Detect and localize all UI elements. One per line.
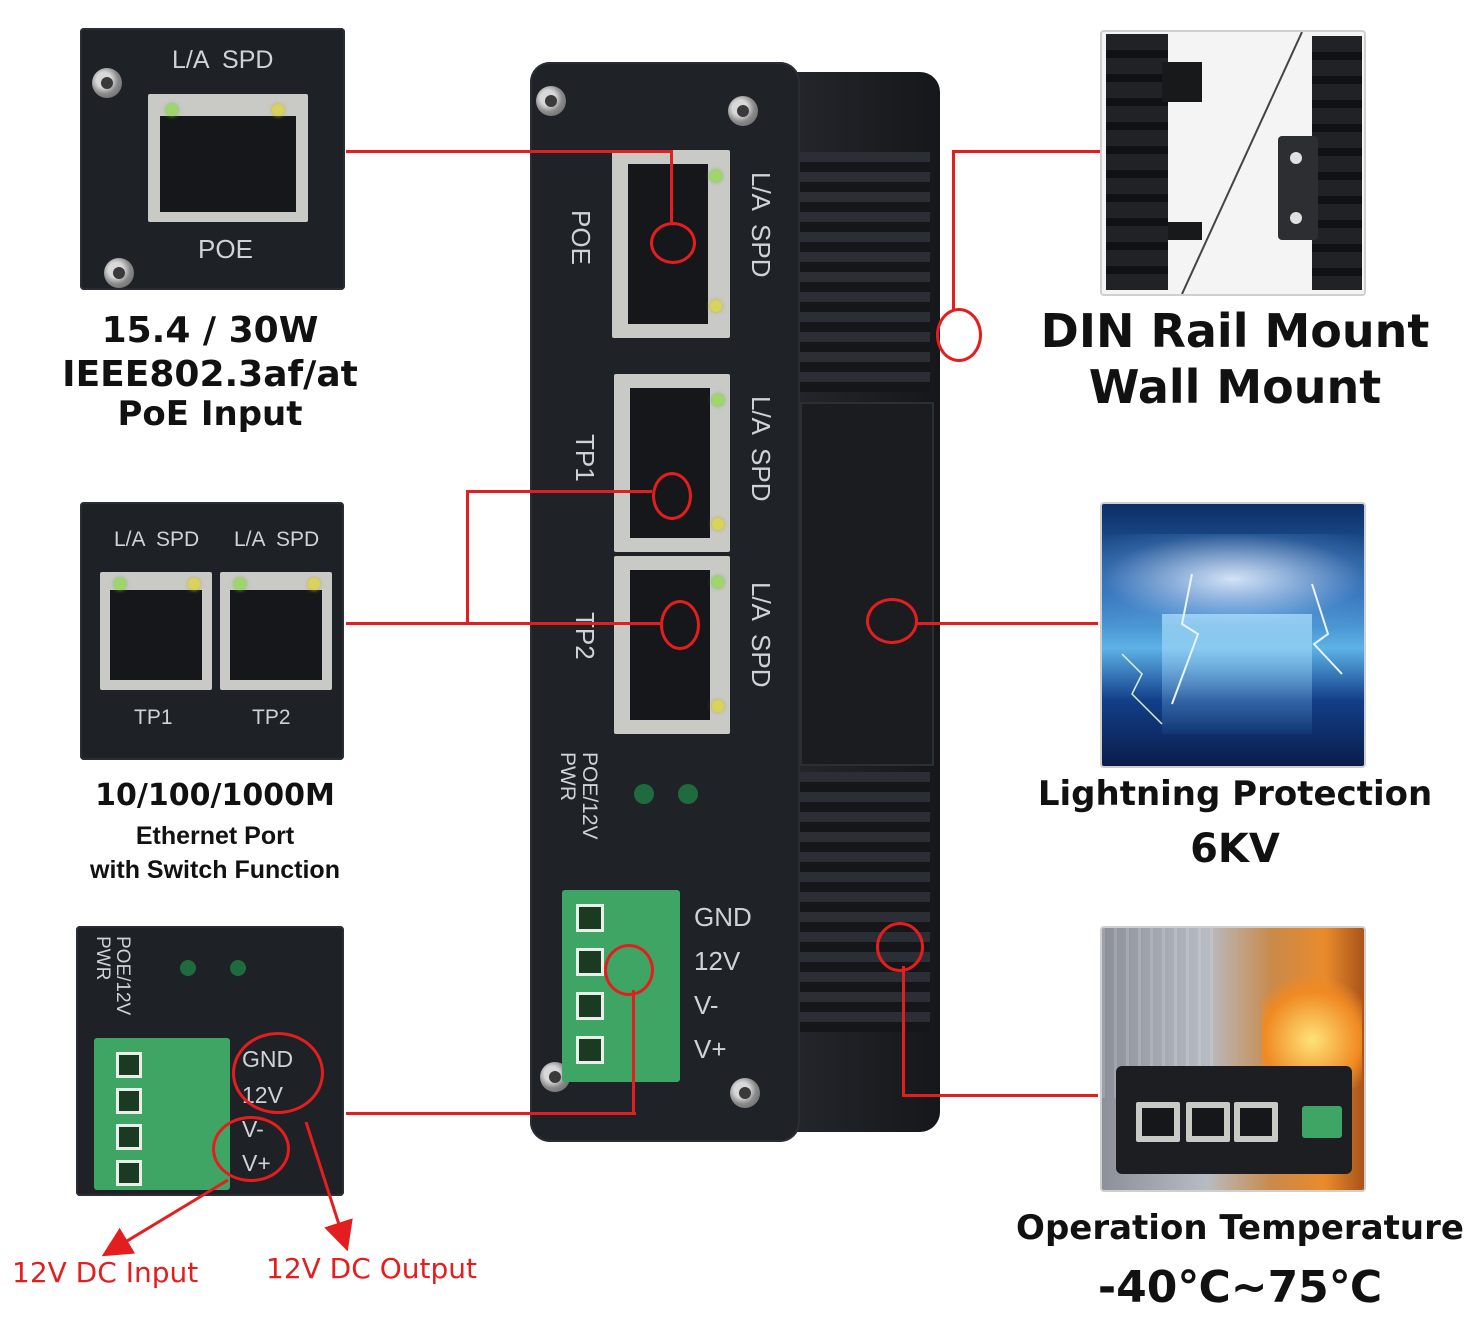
temperature-photo: [1100, 926, 1366, 1192]
port-label: POE: [198, 234, 253, 264]
connector-line: [466, 622, 660, 625]
poe-caption-power: 15.4 / 30W: [101, 310, 319, 351]
port-label-tp1: TP1: [134, 706, 173, 729]
din-caption-rail: DIN Rail Mount: [1040, 304, 1430, 358]
device-tp1-leds: L/A SPD: [746, 396, 776, 502]
connector-line: [632, 990, 635, 1115]
device-side: [780, 72, 940, 1132]
highlight-ring: [866, 598, 918, 644]
connector-line: [670, 150, 673, 222]
highlight-ring: [936, 308, 982, 362]
screw-icon: [728, 96, 758, 126]
device-pwr-label: POE/12V PWR: [556, 752, 601, 840]
rj45-port-icon: [614, 374, 730, 552]
ethernet-ports-closeup: L/A SPD L/A SPD TP1 TP2: [80, 502, 344, 760]
pwr-led-icon: [634, 784, 654, 804]
lightning-caption: Lightning Protection: [1037, 774, 1433, 814]
poe-port-closeup: L/A SPD POE: [80, 28, 345, 290]
device-terminal-12v: 12V: [694, 946, 741, 976]
connector-line: [952, 150, 955, 310]
pwr-led-icon: [678, 784, 698, 804]
port-label-tp2: TP2: [252, 706, 291, 729]
device-poe-label: POE: [566, 210, 596, 265]
device-terminal-gnd: GND: [694, 902, 752, 932]
connector-line: [466, 490, 652, 493]
temperature-caption-range: -40℃~75℃: [1097, 1262, 1383, 1313]
poe-extender-device: POE L/A SPD TP1 L/A SPD TP2 L/A SPD POE/…: [530, 62, 950, 1152]
tp-caption-ethernet: Ethernet Port: [135, 822, 295, 850]
device-thumbnail: [1116, 1066, 1352, 1174]
din-rail-photo: [1100, 30, 1366, 296]
screw-icon: [730, 1078, 760, 1108]
device-terminal-vminus: V-: [694, 990, 719, 1020]
highlight-ring: [212, 1116, 290, 1182]
connector-line: [952, 150, 1100, 153]
device-tp2-leds: L/A SPD: [746, 582, 776, 688]
terminal-block-icon: [94, 1038, 230, 1190]
device-terminal-vplus: V+: [694, 1034, 727, 1064]
lightning-photo: [1100, 502, 1366, 768]
poe-caption-standard: IEEE802.3af/at: [62, 354, 358, 395]
pwr-led-icon: [230, 960, 246, 976]
tp-caption-speed: 10/100/1000M: [95, 778, 335, 813]
rj45-port-icon: [148, 94, 308, 222]
rj45-port-icon: [100, 572, 212, 690]
highlight-ring: [876, 922, 924, 972]
screw-icon: [104, 258, 134, 288]
pwr-led-label: POE/12V PWR: [92, 936, 133, 1016]
temperature-caption: Operation Temperature: [1016, 1208, 1464, 1248]
connector-line: [916, 622, 1098, 625]
tp-caption-switch: with Switch Function: [90, 856, 340, 884]
dc-input-label: 12V DC Input: [12, 1256, 199, 1289]
device-tp1-label: TP1: [570, 434, 600, 482]
connector-line: [346, 622, 468, 625]
led-labels-tp1: L/A SPD: [114, 528, 200, 551]
highlight-ring: [604, 944, 654, 996]
connector-line: [902, 1094, 1098, 1097]
led-labels-tp2: L/A SPD: [234, 528, 320, 551]
screw-icon: [92, 68, 122, 98]
connector-line: [346, 150, 672, 153]
rj45-port-icon: [612, 150, 730, 338]
connector-line: [346, 1112, 636, 1115]
connector-line: [902, 966, 905, 1096]
poe-caption-input: PoE Input: [117, 394, 303, 434]
lightning-caption-voltage: 6KV: [1190, 826, 1280, 872]
terminal-block-icon: [562, 890, 680, 1082]
device-tp2-label: TP2: [570, 612, 600, 660]
highlight-ring: [232, 1032, 324, 1114]
din-caption-wall: Wall Mount: [1088, 360, 1382, 414]
led-labels: L/A SPD: [172, 46, 274, 74]
device-poe-leds: L/A SPD: [746, 172, 776, 278]
connector-line: [466, 490, 469, 625]
dc-output-label: 12V DC Output: [266, 1252, 477, 1285]
rj45-port-icon: [220, 572, 332, 690]
highlight-ring: [650, 222, 696, 264]
pwr-led-icon: [180, 960, 196, 976]
highlight-ring: [652, 472, 692, 520]
highlight-ring: [660, 600, 700, 650]
screw-icon: [536, 86, 566, 116]
